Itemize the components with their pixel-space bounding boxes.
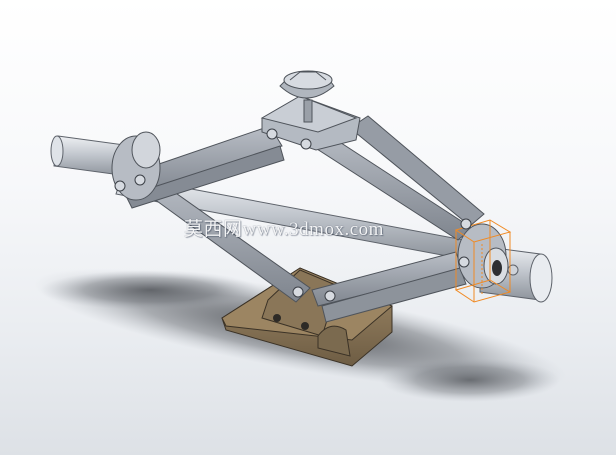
lift-saddle-cup[interactable] bbox=[279, 70, 335, 99]
watermark: 莫西网www.3dmox.com bbox=[184, 219, 384, 240]
selection-box-icon bbox=[454, 219, 512, 303]
top-saddle-block[interactable] bbox=[260, 95, 361, 151]
lower-right-arm[interactable] bbox=[311, 251, 467, 323]
right-trunnion-nut[interactable] bbox=[457, 223, 509, 289]
pivot-pins bbox=[114, 128, 472, 302]
